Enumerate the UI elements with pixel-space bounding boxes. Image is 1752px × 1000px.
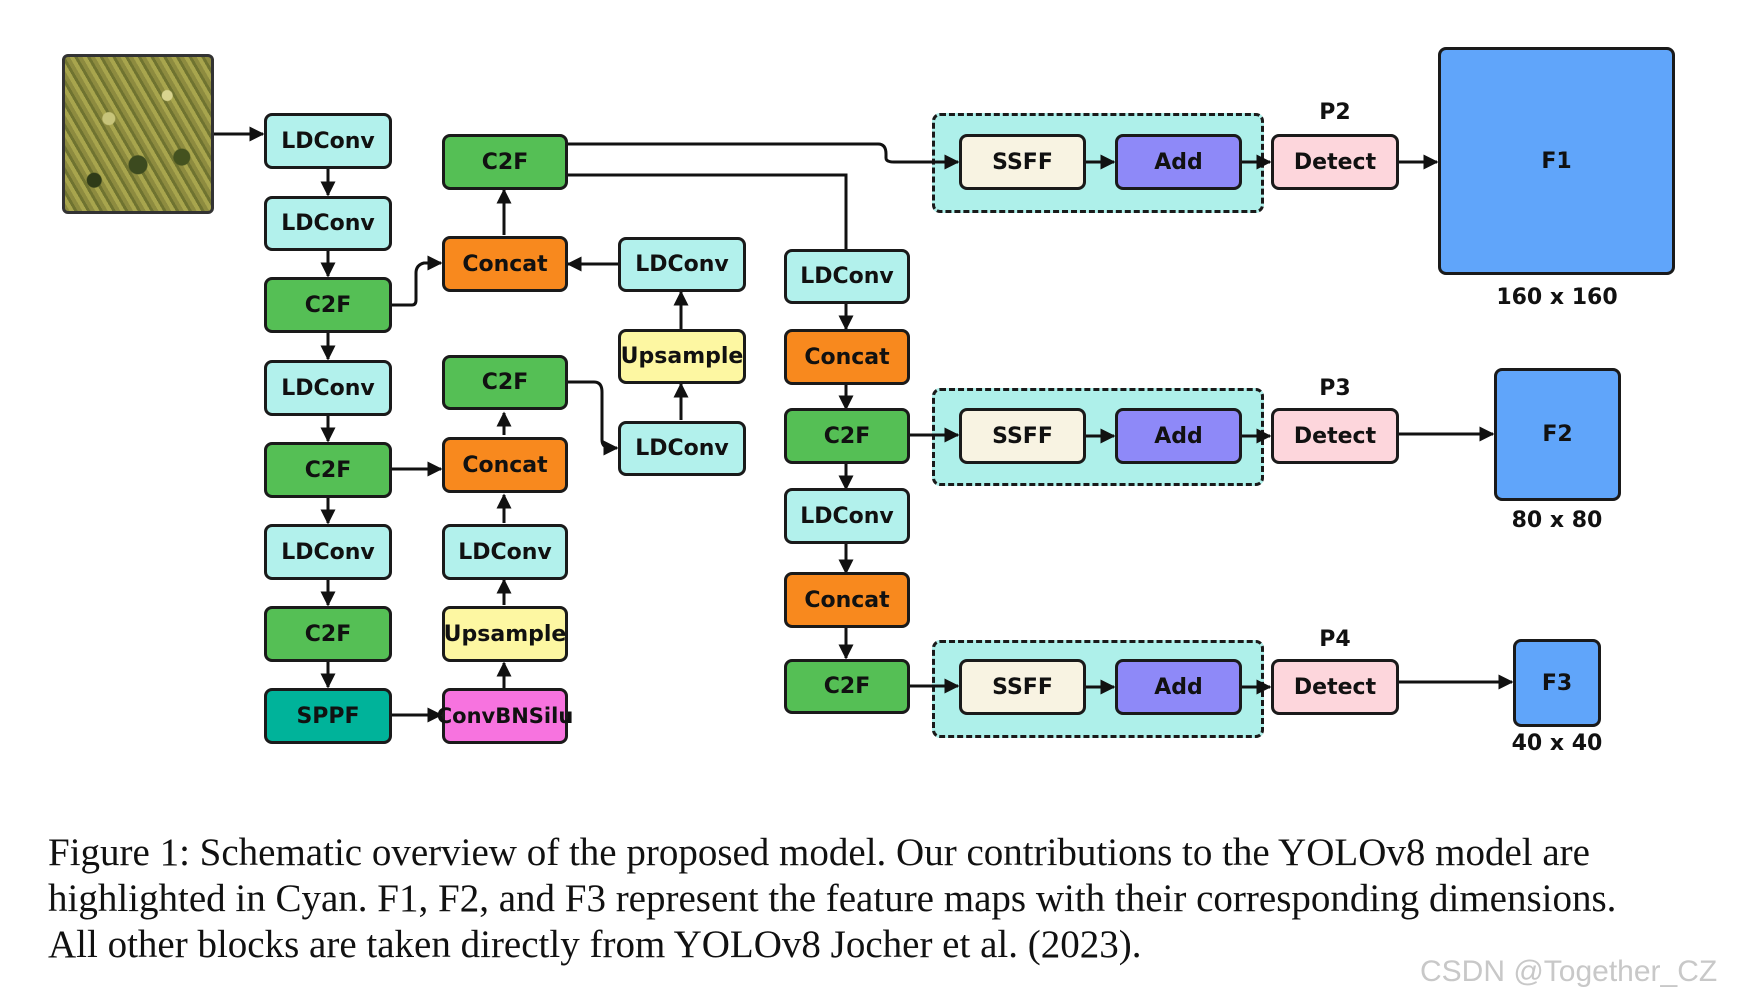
n-concat-1: Concat [442,236,568,292]
caption-line-1: Figure 1: Schematic overview of the prop… [48,831,1590,874]
caption-line-2: highlighted in Cyan. F1, F2, and F3 repr… [48,877,1617,920]
feature-map-f1: F1 [1438,47,1675,275]
p-c2f-2: C2F [784,659,910,714]
n-convbnsilu: ConvBNSilu [437,688,573,744]
bb-sppf: SPPF [264,688,392,744]
figure-caption: Figure 1: Schematic overview of the prop… [48,830,1728,968]
p-concat-2: Concat [784,572,910,628]
edge [567,142,960,170]
dim-label-f3: 40 x 40 [1511,731,1603,756]
n-upsample-1: Upsample [442,606,568,662]
feature-map-f3: F3 [1513,639,1601,727]
n-upsample-2: Upsample [618,329,746,384]
feature-map-f2: F2 [1494,368,1621,501]
bb-c2f-3: C2F [264,606,392,662]
h1-add: Add [1115,134,1242,190]
bb-c2f-2: C2F [264,442,392,498]
p-ldconv-1: LDConv [784,249,910,304]
dim-label-f1: 160 x 160 [1496,285,1618,310]
edge [567,380,619,456]
caption-line-3: All other blocks are taken directly from… [48,923,1142,966]
p-concat-1: Concat [784,329,910,385]
n-ldconv-2: LDConv [618,237,746,292]
p-c2f-1: C2F [784,408,910,464]
model-diagram: LDConv LDConv C2F LDConv C2F LDConv C2F … [62,47,1675,756]
edge [567,173,854,278]
h3-ssff: SSFF [959,659,1086,715]
bb-c2f-1: C2F [264,277,392,333]
bb-ldconv-3: LDConv [264,360,392,416]
h3-detect: Detect [1271,659,1399,715]
n-ldconv-1: LDConv [442,524,568,580]
head-label-p3: P3 [1319,376,1351,401]
head-label-p4: P4 [1319,627,1351,652]
input-image [62,54,214,214]
n-concat-2: Concat [442,437,568,493]
p-ldconv-2: LDConv [784,488,910,544]
h2-add: Add [1115,408,1242,464]
edge [391,255,443,307]
h3-add: Add [1115,659,1242,715]
h1-detect: Detect [1271,134,1399,190]
bb-ldconv-4: LDConv [264,524,392,580]
h2-ssff: SSFF [959,408,1086,464]
bb-ldconv-1: LDConv [264,113,392,169]
bb-ldconv-2: LDConv [264,196,392,251]
n-c2f-mid: C2F [442,355,568,410]
h1-ssff: SSFF [959,134,1086,190]
head-label-p2: P2 [1319,100,1351,125]
n-c2f-top: C2F [442,134,568,190]
dim-label-f2: 80 x 80 [1511,508,1603,533]
diagram-edges [214,126,1514,723]
watermark: CSDN @Together_CZ [1420,955,1718,988]
h2-detect: Detect [1271,408,1399,464]
n-ldconv-3: LDConv [618,421,746,476]
